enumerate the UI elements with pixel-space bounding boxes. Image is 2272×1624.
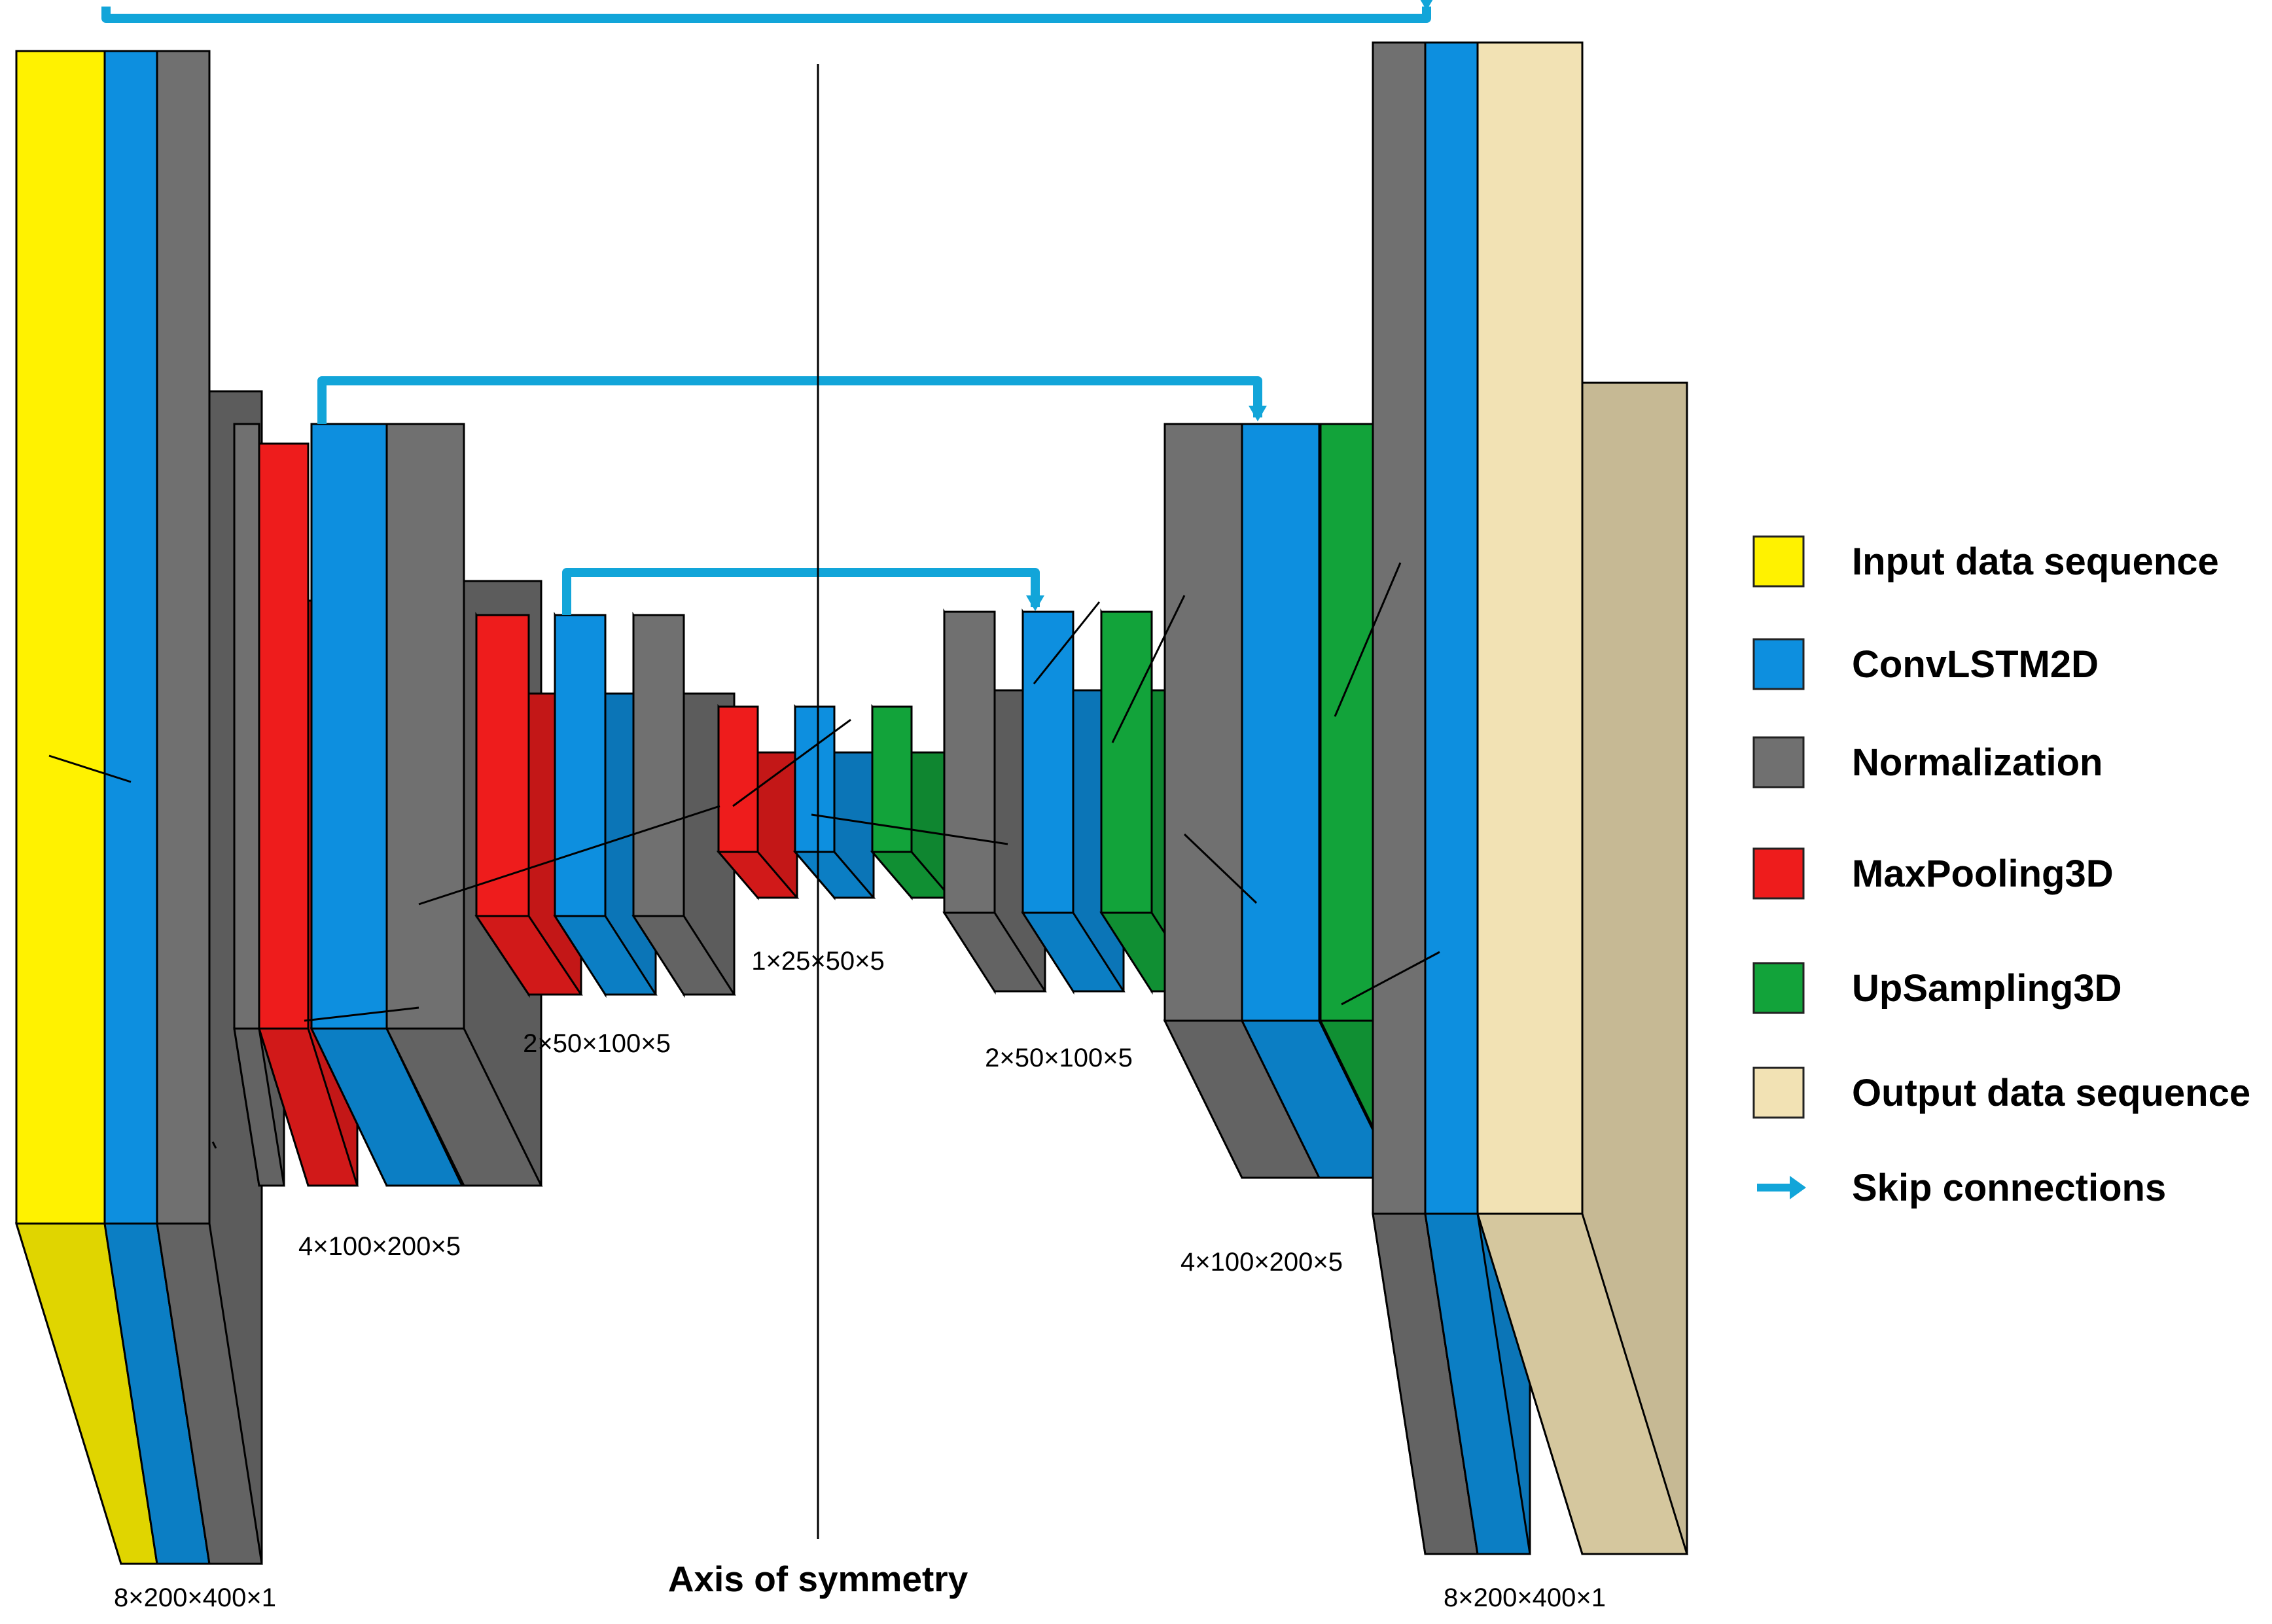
green-square-icon [1752,962,1805,1014]
legend-item-normalization: Normalization [1752,736,2103,788]
layer-block-upsampling [870,703,953,901]
legend-label-skip: Skip connections [1852,1167,2166,1209]
red-square-icon [1752,847,1805,900]
connector-line [811,813,1008,845]
legend-label-output: Output data sequence [1852,1072,2250,1114]
skip-arrow-head-icon [1026,595,1044,611]
layer-block-normalization [942,608,1047,995]
dim-label-left-4: 4×100×200×5 [298,1232,461,1261]
connector-line [418,805,720,906]
beige-square-icon [1752,1067,1805,1119]
dim-label-right-4: 4×100×200×5 [1180,1248,1343,1277]
connector-line [1183,833,1258,904]
layer-blocks [14,41,1689,1565]
axis-of-symmetry-label: Axis of symmetry [668,1559,968,1599]
connector-line [48,754,132,783]
layer-block-output [1476,41,1689,1555]
legend-item-output: Output data sequence [1752,1067,2250,1119]
legend-item-skip: Skip connections [1757,1167,2166,1209]
skip-connection-line [101,7,1431,23]
connector-line [732,718,851,807]
legend-label-maxpool: MaxPooling3D [1852,853,2114,895]
blue-square-icon [1752,638,1805,690]
skip-connection-line [562,568,1040,615]
legend-label-upsampling: UpSampling3D [1852,967,2122,1010]
skip-connections [101,0,1433,615]
legend-item-convlstm: ConvLSTM2D [1752,638,2099,690]
skip-connection-line [317,376,1262,424]
connector-line [304,1006,419,1022]
gray-square-icon [1752,736,1805,788]
legend-label-convlstm: ConvLSTM2D [1852,643,2099,686]
layer-block-convlstm [1021,608,1126,995]
legend-label-input: Input data sequence [1852,540,2219,583]
skip-arrow-head-icon [1249,406,1267,421]
connector-line [1334,562,1402,717]
connector-line [1111,595,1186,743]
dim-label-input: 8×200×400×1 [114,1583,276,1612]
connector-line [1033,601,1101,684]
dim-label-left-2: 2×50×100×5 [523,1029,671,1058]
connector-line [211,1141,217,1149]
legend-item-maxpool: MaxPooling3D [1752,847,2114,900]
dim-label-right-2: 2×50×100×5 [985,1044,1133,1072]
dim-label-mid: 1×25×50×5 [751,947,885,976]
skip-arrow-head-icon [1420,0,1433,10]
legend-item-upsampling: UpSampling3D [1752,962,2122,1014]
arrow-head-icon [1790,1176,1806,1199]
layer-block-convlstm [792,703,876,901]
legend-item-input: Input data sequence [1752,535,2219,588]
connector-line [1341,951,1440,1006]
dim-label-output: 8×200×400×1 [1444,1583,1606,1612]
yellow-square-icon [1752,535,1805,588]
legend-label-normalization: Normalization [1852,741,2103,784]
